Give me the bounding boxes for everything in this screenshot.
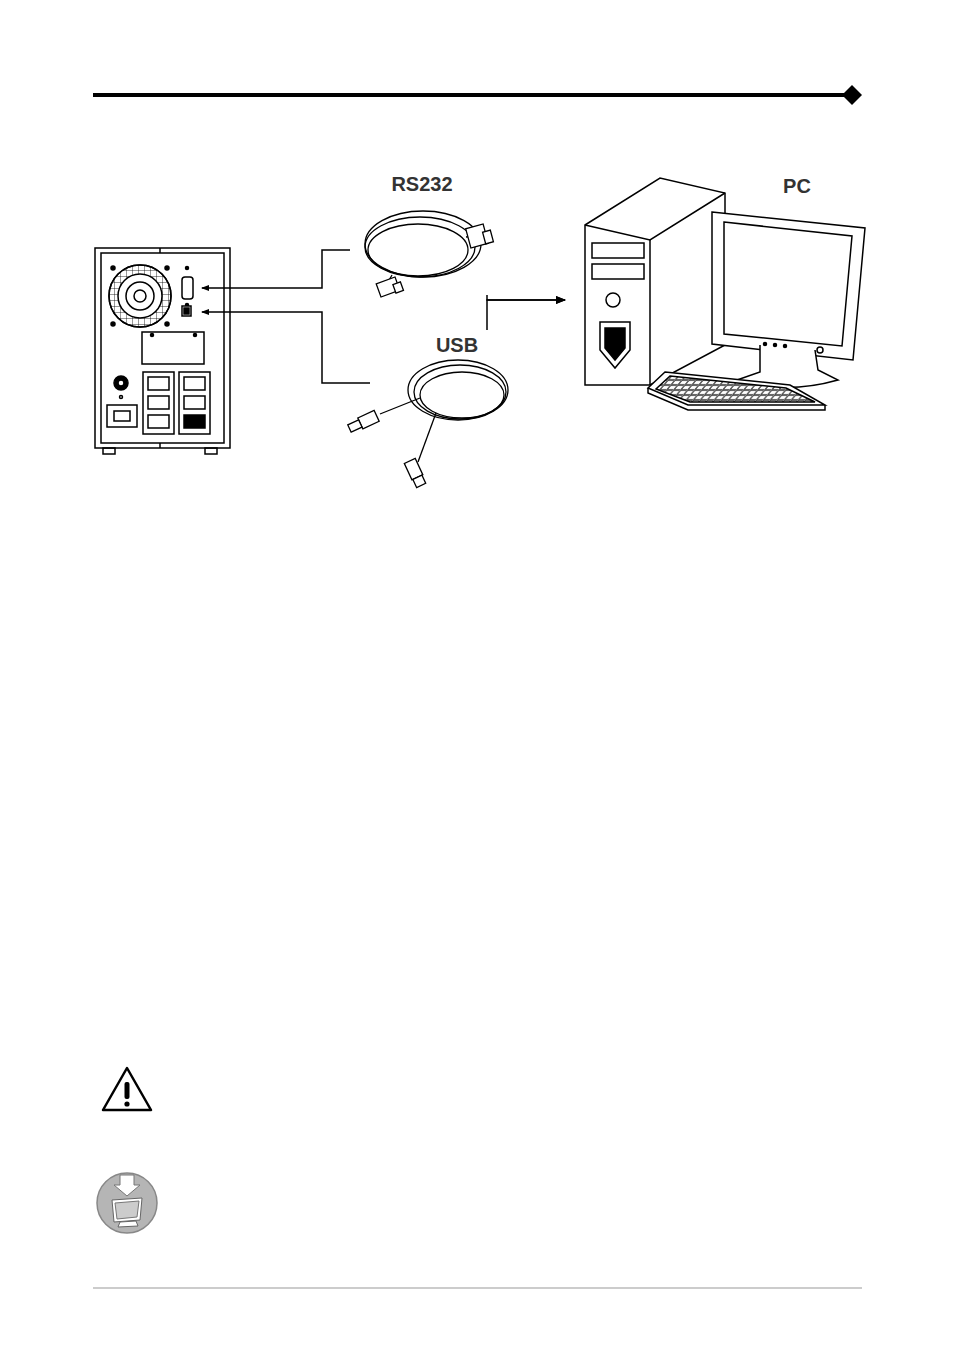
- heading-label: USB: [436, 335, 478, 355]
- cable-heading-box: RS232: [350, 168, 500, 295]
- pc-box: PC: [565, 172, 870, 412]
- rs232-cable: [365, 211, 493, 297]
- software-icon: [97, 1173, 157, 1233]
- warning-icon: [103, 1068, 151, 1110]
- usb-cable: [347, 360, 508, 488]
- heading-label: RS232: [391, 174, 452, 194]
- connection-arrow: [487, 300, 565, 330]
- heading-label: PC: [783, 176, 811, 196]
- port-leader: [202, 250, 370, 383]
- bottom-rule: [93, 1288, 862, 1289]
- top-rule: [93, 85, 862, 105]
- pc-illustration: [585, 178, 865, 410]
- ups-rear-panel: [95, 248, 230, 454]
- cable-heading-box: USB: [345, 330, 505, 490]
